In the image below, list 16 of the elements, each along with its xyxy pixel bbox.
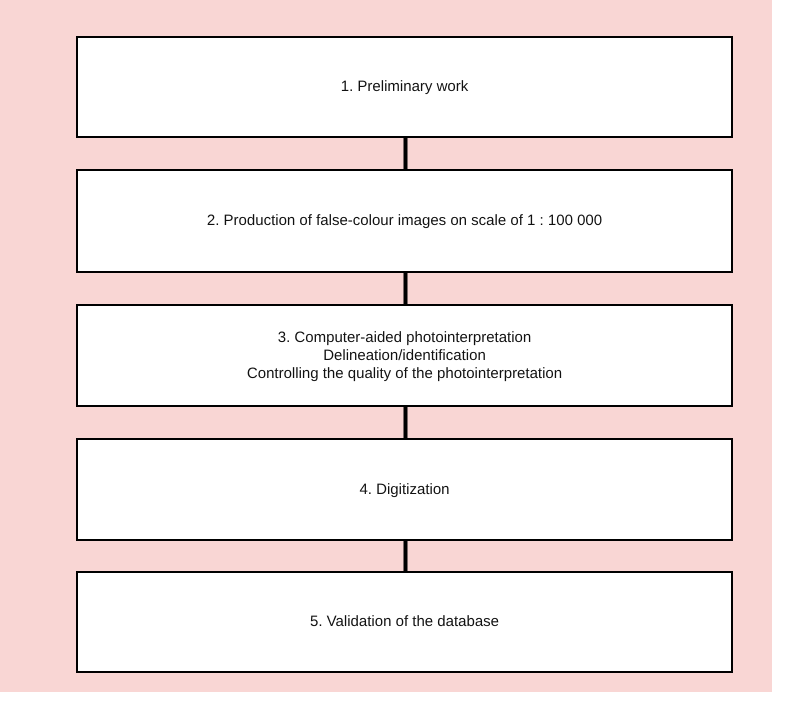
step-text: 2. Production of false-colour images on scale of 1 : 100 000 <box>206 212 602 230</box>
step-text: Controlling the quality of the photointerpretation <box>246 364 562 382</box>
step-text: Delineation/identification <box>323 346 486 364</box>
step-text: 1. Preliminary work <box>340 78 468 96</box>
step-text: 3. Computer-aided photointerpretation <box>278 328 532 346</box>
connector-line <box>404 138 408 169</box>
step-text: 5. Validation of the database <box>310 613 500 631</box>
process-box <box>76 438 733 541</box>
process-box <box>76 169 733 273</box>
connector-line <box>404 273 408 304</box>
process-box <box>76 36 733 138</box>
connector-line <box>404 407 408 438</box>
connector-line <box>404 541 408 571</box>
process-box <box>76 571 733 673</box>
process-box <box>76 304 733 407</box>
step-text: 4. Digitization <box>359 480 450 498</box>
